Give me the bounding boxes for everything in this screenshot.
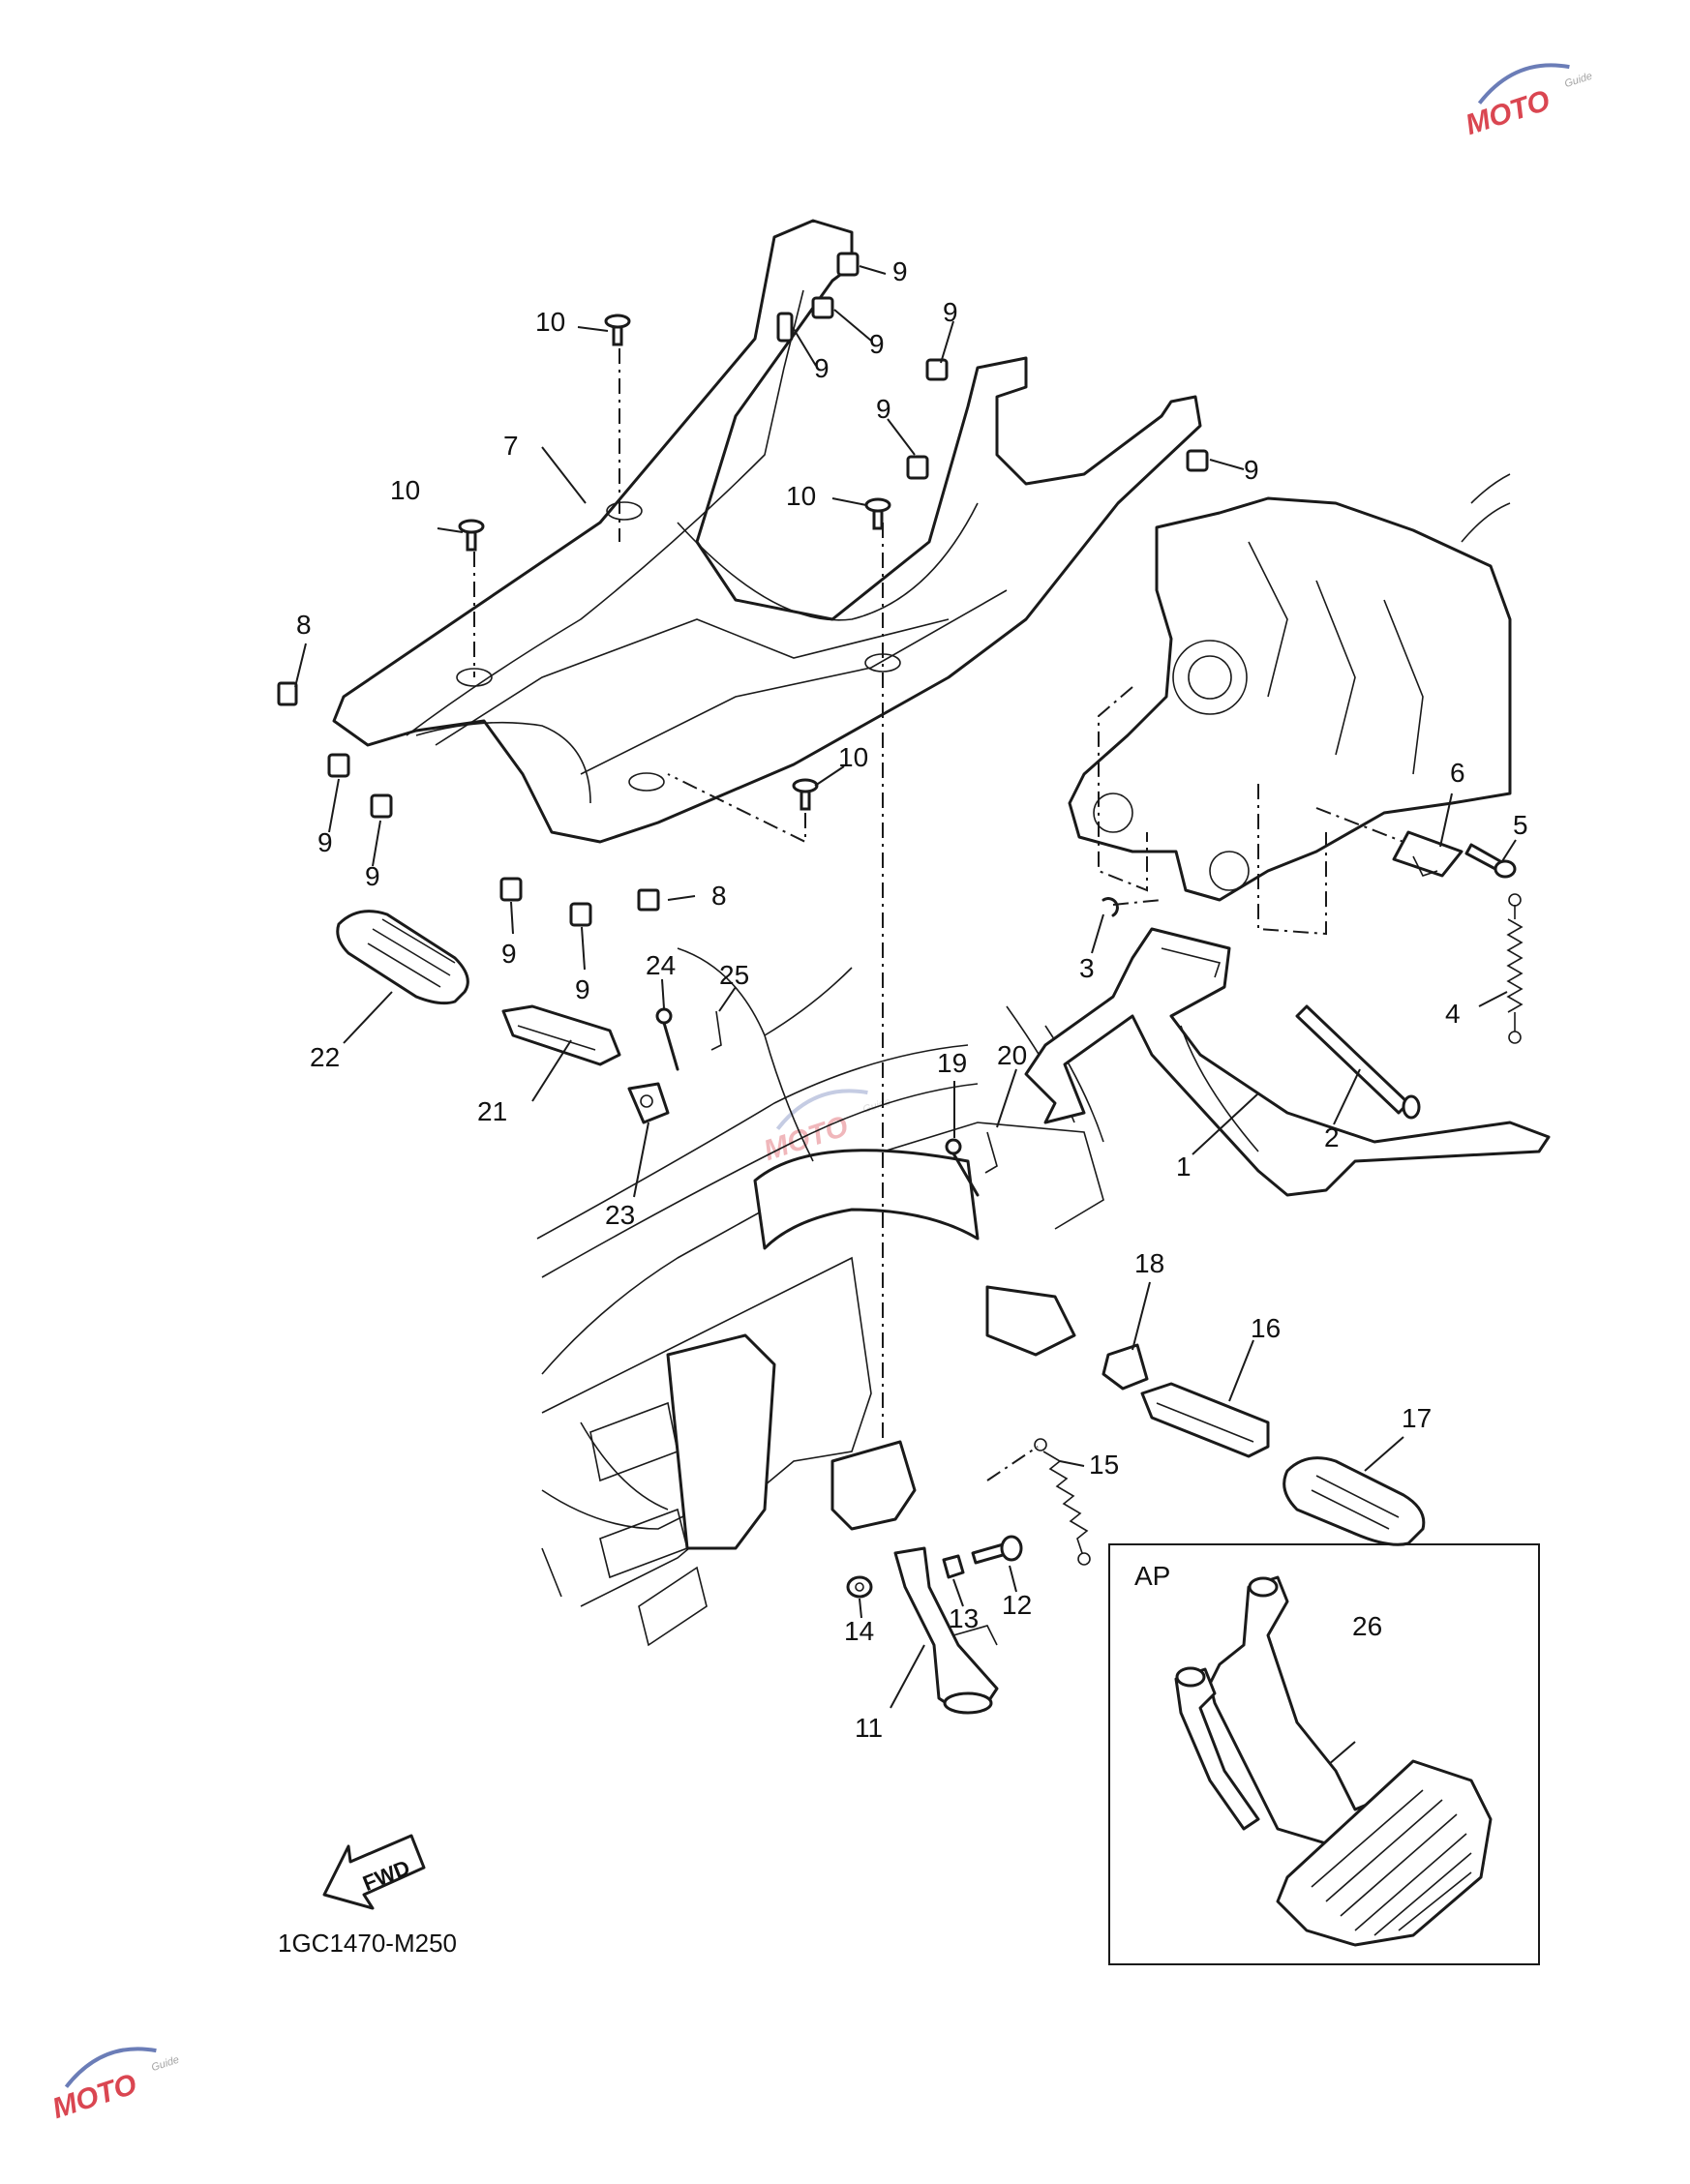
callout-9g: 9 [317,827,333,857]
circlip-3 [1102,897,1119,917]
reference-lines [473,348,1404,1481]
nut-13 [942,1554,965,1579]
watermark-logo-bottom: MOTO Guide [48,2047,181,2125]
main-stand [1024,927,1551,1197]
watermark-logo-top: MOTO Guide [1462,63,1594,141]
inset-ap: AP [1108,1543,1540,1965]
svg-text:MOTO: MOTO [48,2068,140,2125]
callout-9d: 9 [943,297,958,327]
main-stand-shaft [1295,1004,1421,1120]
leader-lines [294,265,1517,1801]
callout-10b: 10 [390,475,420,505]
callout-4: 4 [1445,999,1461,1029]
clip-20 [984,1131,998,1174]
bolt-5 [1464,843,1517,879]
callout-11: 11 [855,1713,883,1743]
bolt-12 [971,1535,1023,1565]
callout-9j: 9 [575,974,590,1004]
callout-7: 7 [503,431,519,461]
footrest-rubber-17 [1283,1456,1426,1546]
callout-9c: 9 [814,353,830,383]
callout-12: 12 [1002,1590,1032,1620]
footrest-bracket-16 [1140,1382,1270,1458]
pin-24 [655,1007,679,1071]
svg-text:Guide: Guide [150,2054,181,2074]
callout-6: 6 [1450,758,1465,788]
main-stand-26 [1174,1575,1493,1947]
callout-8a: 8 [296,610,312,640]
footrest-rubber-22 [336,910,469,1005]
side-stand-11 [893,1546,999,1715]
callout-10d: 10 [838,742,868,772]
spring-4 [1506,893,1524,1044]
callout-14: 14 [844,1616,874,1646]
callout-8b: 8 [711,881,727,911]
callout-17: 17 [1402,1403,1432,1433]
side-stand-bracket [830,1440,917,1531]
callout-9i: 9 [501,939,517,969]
callout-26: 26 [1352,1611,1382,1641]
engine-crankcase [1068,473,1512,902]
callout-1: 1 [1176,1152,1192,1182]
spring-15 [1034,1438,1091,1566]
clip-25 [710,1010,722,1051]
footrest-bracket-21 [501,1004,621,1066]
callout-10a: 10 [535,307,565,337]
callout-25: 25 [719,960,749,990]
callout-24: 24 [646,950,676,980]
callout-18: 18 [1134,1248,1164,1278]
callout-15: 15 [1089,1450,1119,1480]
callout-9a: 9 [892,256,908,286]
callout-22: 22 [310,1042,340,1072]
pin-19 [945,1138,980,1197]
callout-20: 20 [997,1040,1027,1070]
callout-3: 3 [1079,953,1095,983]
svg-text:MOTO: MOTO [1462,84,1554,141]
footrest-plate-23 [627,1082,670,1124]
nut-14 [846,1575,873,1599]
svg-text:Guide: Guide [1563,71,1594,90]
drawing-code: 1GC1470-M250 [278,1929,457,1958]
callout-9f: 9 [1244,455,1259,485]
inset-ap-frame [1108,1543,1540,1965]
callout-21: 21 [477,1096,507,1126]
plate-6 [1392,830,1464,878]
callout-9e: 9 [876,394,891,424]
callout-19: 19 [937,1048,967,1078]
callout-9b: 9 [869,329,885,359]
inset-ap-label: AP [1134,1561,1170,1591]
callout-13: 13 [949,1603,979,1633]
fwd-arrow: FWD [322,1834,426,1910]
callout-2: 2 [1324,1122,1340,1152]
callout-labels: 1 2 3 4 5 6 7 8 8 9 9 9 9 9 9 9 9 9 9 10… [296,256,1528,1743]
callout-16: 16 [1251,1313,1281,1343]
svg-text:Guide: Guide [861,1096,892,1116]
clip-nuts [327,252,1209,927]
bracket-18 [1102,1343,1149,1391]
callout-5: 5 [1513,810,1528,840]
clip-8 [277,681,660,912]
callout-10c: 10 [786,481,816,511]
callout-9h: 9 [365,861,380,891]
callout-23: 23 [605,1200,635,1230]
vehicle-frame [536,947,1104,1647]
